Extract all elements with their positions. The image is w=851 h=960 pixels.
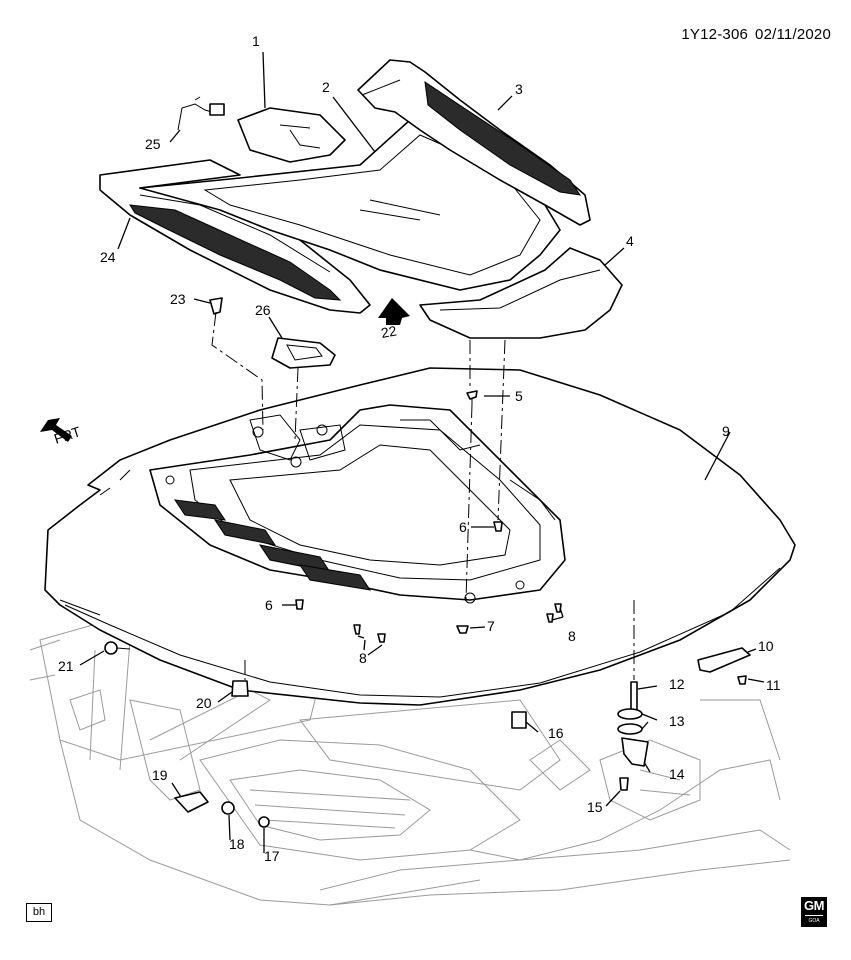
callout-24: 24	[100, 249, 116, 265]
callout-15: 15	[587, 799, 603, 815]
gm-logo-divider	[805, 915, 823, 916]
rear-deck-panel	[357, 59, 591, 226]
callout-labels: 1 2 3 4 5 6 6 7 8 8 9 10 11 12 13 14 15 …	[58, 33, 781, 864]
gm-logo-letters: GM	[804, 898, 824, 913]
callout-13: 13	[669, 713, 685, 729]
gm-logo-subtext: GOA	[808, 918, 820, 924]
callout-14: 14	[669, 766, 685, 782]
callout-3: 3	[515, 81, 523, 97]
callout-9: 9	[722, 423, 730, 439]
callout-11: 11	[766, 677, 781, 693]
callout-10: 10	[758, 638, 774, 654]
callout-21: 21	[58, 658, 74, 674]
callout-25: 25	[145, 136, 161, 152]
callout-5: 5	[515, 388, 523, 404]
callout-18: 18	[229, 836, 245, 852]
callout-4: 4	[626, 233, 634, 249]
callout-6b: 6	[265, 597, 273, 613]
gm-logo: GM GOA	[801, 897, 827, 927]
drawer-initials-box: bh	[26, 903, 52, 922]
callout-19: 19	[152, 767, 168, 783]
callout-8b: 8	[568, 628, 576, 644]
diagram-code: 1Y12-306	[681, 26, 749, 43]
callout-26: 26	[255, 302, 271, 318]
diagram-header: 1Y12-306 02/11/2020	[681, 26, 831, 43]
louvre-panel	[99, 159, 371, 314]
callout-17: 17	[264, 848, 280, 864]
callout-16: 16	[548, 725, 564, 741]
top-cover	[237, 107, 346, 163]
callout-23: 23	[170, 291, 186, 307]
callout-22: 22	[380, 322, 398, 340]
engine-bay-background	[29, 619, 791, 906]
callout-1: 1	[252, 33, 260, 49]
callout-8a: 8	[359, 650, 367, 666]
alignment-lines	[211, 311, 635, 680]
side-panel	[419, 247, 623, 339]
callout-6a: 6	[459, 519, 467, 535]
diagram-date: 02/11/2020	[755, 26, 831, 43]
hood-panel	[44, 367, 796, 706]
scoop-seal	[271, 337, 336, 369]
callout-20: 20	[196, 695, 212, 711]
callout-7: 7	[487, 618, 495, 634]
callout-12: 12	[669, 676, 685, 692]
front-direction-arrow: FRT	[40, 418, 83, 447]
leader-lines	[79, 51, 765, 853]
small-hardware	[104, 96, 751, 828]
center-glass-panel	[139, 119, 561, 291]
view-arrow-22	[378, 298, 410, 325]
callout-2: 2	[322, 79, 330, 95]
